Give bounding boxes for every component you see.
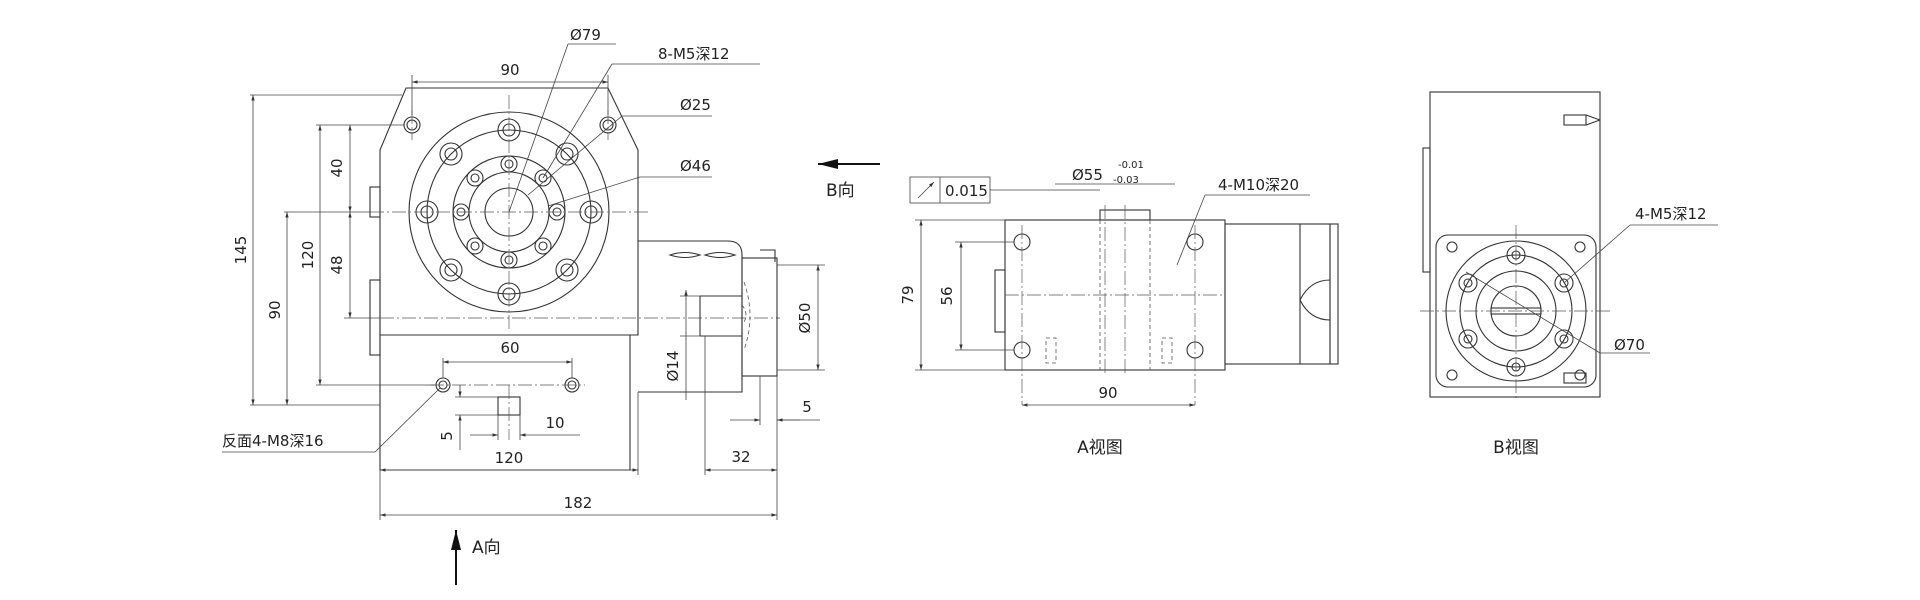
dim-label: 120 (495, 449, 524, 467)
dim-label: 90 (500, 61, 519, 79)
dim-label: 145 (232, 236, 250, 265)
dim-label: 4-M10深20 (1218, 176, 1299, 194)
dim-label: 90 (1098, 384, 1117, 402)
dim-label: 60 (500, 339, 519, 357)
dim-label: Ø55 (1072, 166, 1103, 184)
dim-label: 79 (899, 285, 917, 304)
dim-label: 120 (299, 241, 317, 270)
front-view (369, 87, 780, 471)
front-view-dimensions: 90 145 90 120 40 48 60 10 (222, 26, 825, 520)
dim-label: 8-M5深12 (658, 45, 730, 63)
direction-arrow-a: A向 (451, 530, 501, 585)
direction-label: A向 (472, 538, 501, 558)
dim-label: 5 (802, 398, 812, 416)
view-b-dimensions: 4-M5深12 Ø70 B视图 (1465, 205, 1718, 458)
dim-label: 56 (938, 286, 956, 305)
view-b (1420, 91, 1612, 400)
dim-label: Ø70 (1614, 336, 1645, 354)
view-a (994, 205, 1339, 405)
dim-label: 4-M5深12 (1635, 205, 1707, 223)
dim-label: 10 (545, 414, 564, 432)
dim-label: 32 (731, 448, 750, 466)
dim-label: Ø14 (664, 351, 682, 382)
dim-tolerance-lower: -0.03 (1113, 175, 1139, 186)
dim-label: Ø25 (680, 96, 711, 114)
input-housing (638, 240, 778, 393)
dim-label: Ø50 (796, 303, 814, 334)
tolerance-value: 0.015 (945, 182, 988, 200)
dim-label: 182 (564, 494, 593, 512)
dim-label: 反面4-M8深16 (222, 432, 324, 450)
dim-tolerance-upper: -0.01 (1118, 160, 1144, 171)
view-caption: A视图 (1077, 438, 1123, 458)
direction-label: B向 (826, 181, 855, 201)
view-a-dimensions: 0.015 Ø55 -0.01 -0.03 4-M10深20 79 56 90 … (899, 160, 1310, 458)
dim-label: 40 (328, 158, 346, 177)
dim-label: 48 (328, 255, 346, 274)
dim-label: 5 (438, 431, 456, 441)
dim-label: Ø46 (680, 157, 711, 175)
view-caption: B视图 (1493, 438, 1539, 458)
dim-label: 90 (266, 300, 284, 319)
dim-label: Ø79 (570, 26, 601, 44)
direction-arrow-b: B向 (818, 159, 880, 201)
runout-tolerance-frame: 0.015 (909, 176, 1100, 204)
